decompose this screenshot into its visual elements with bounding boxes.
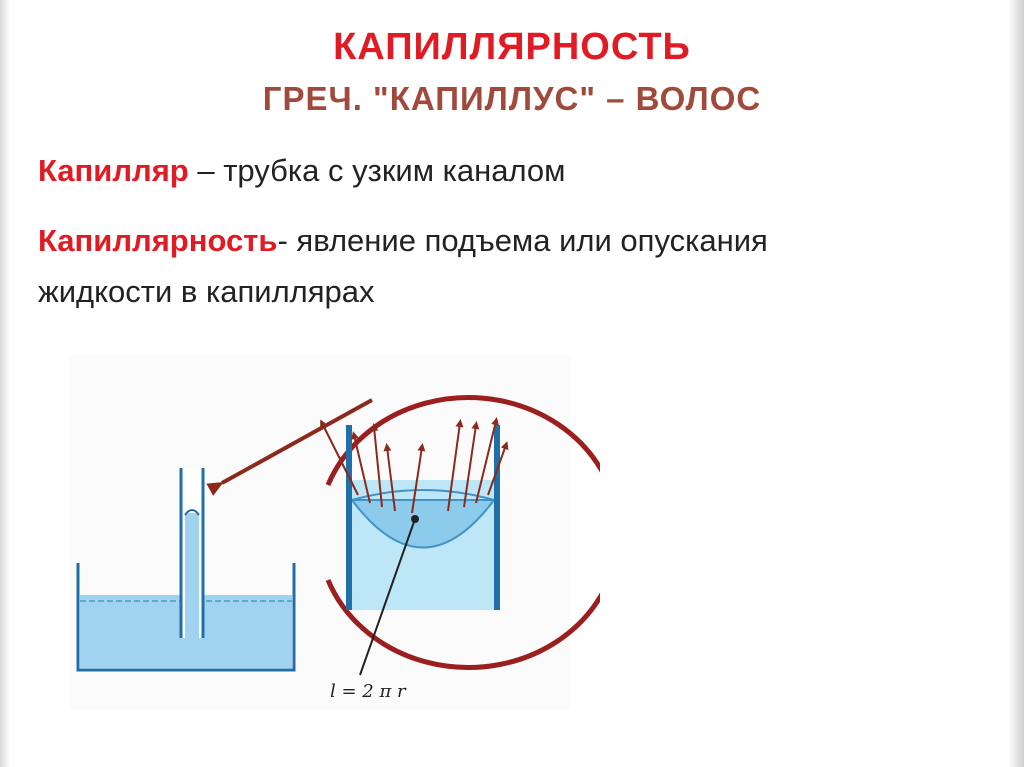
term-capillarity: Капиллярность — [38, 223, 278, 258]
slide-title: КАПИЛЛЯРНОСТЬ — [333, 26, 691, 68]
slide-subtitle: ГРЕЧ. "КАПИЛЛУС" – ВОЛОС — [262, 80, 762, 117]
pointer-arrow — [206, 398, 373, 496]
definition-capillary-text: – трубка с узким каналом — [188, 153, 566, 188]
magnifier-circle — [325, 395, 600, 670]
zoom-wall-right — [494, 425, 500, 610]
force-arrow — [487, 441, 509, 496]
definition-capillarity-text: - явление подъема или опускания жидкости… — [38, 223, 768, 309]
beaker-walls — [76, 563, 296, 672]
zoom-meniscus — [350, 499, 496, 549]
capillary-meniscus — [184, 509, 200, 516]
force-arrow — [475, 417, 499, 504]
capillary-water-column — [185, 513, 199, 638]
force-arrow — [351, 431, 371, 504]
definition-capillary: Капилляр – трубка с узким каналом — [38, 145, 565, 196]
definition-capillarity: Капиллярность- явление подъема или опуск… — [38, 215, 838, 317]
slide-left-edge — [0, 0, 10, 767]
slide-right-edge — [1008, 0, 1024, 767]
capillarity-diagram: l = 2 π r — [70, 355, 600, 710]
force-arrow — [463, 421, 480, 508]
force-arrow — [447, 419, 464, 512]
surface-tension-arrows — [320, 417, 509, 514]
force-arrow — [370, 423, 383, 508]
force-arrow — [411, 443, 426, 514]
formula-label: l = 2 π r — [330, 681, 407, 702]
term-capillary: Капилляр — [38, 153, 189, 188]
zoom-wall-left — [346, 425, 352, 610]
force-arrow — [383, 443, 396, 512]
formula-leader-line — [359, 518, 416, 676]
force-arrow — [320, 419, 359, 496]
